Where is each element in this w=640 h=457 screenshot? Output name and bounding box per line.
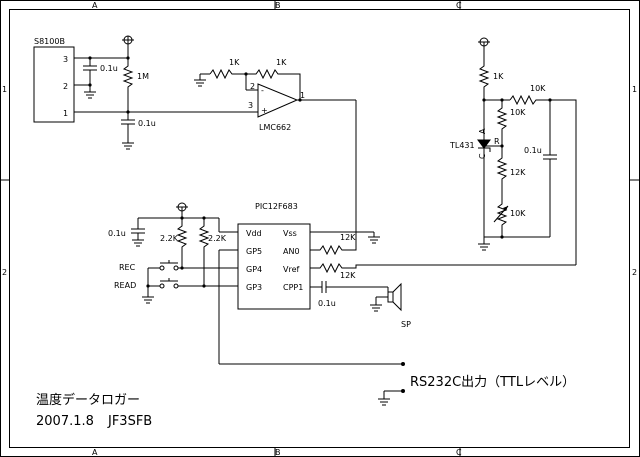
sensor-label: S8100B [34, 37, 65, 46]
frame-col-c-top: C [456, 1, 462, 10]
mcu-pin-vdd: Vdd [246, 229, 262, 238]
r-pullup1-label: 2.2K [160, 234, 179, 243]
cap-vdd-label: 0.1u [108, 229, 126, 238]
title-block: 温度データロガー 2007.1.8 JF3SFB [36, 392, 152, 429]
switch-ground [142, 268, 154, 304]
r-an0-label: 12K [340, 233, 356, 242]
opamp-lmc662: - + 2 3 1 LMC662 [248, 82, 305, 132]
speaker: SP [370, 282, 411, 329]
ref-pin-a: A [478, 128, 487, 134]
frame-row-2-left: 2 [2, 268, 7, 277]
frame-row-1-left: 1 [2, 85, 7, 94]
drawing-author: JF3SFB [107, 414, 152, 429]
sensor-pin-2: 2 [63, 82, 68, 91]
frame-col-c-bottom: C [456, 448, 462, 457]
r-gain1-label: 1K [229, 58, 240, 67]
frame-row-1-right: 1 [632, 85, 637, 94]
ref-pin-r: R [494, 137, 500, 146]
opamp-label: LMC662 [259, 123, 291, 132]
r-gain2-label: 1K [276, 58, 287, 67]
cap-sensor-label: 0.1u [100, 64, 118, 73]
serial-output: RS232C出力（TTLレベル） [378, 362, 575, 406]
opamp-pin-minus: 2 [250, 82, 255, 91]
mcu-pin-vref: Vref [283, 265, 300, 274]
r-ref-top-label: 1K [493, 72, 504, 81]
cap-ref-label: 0.1u [524, 146, 542, 155]
frame-col-a-bottom: A [92, 448, 98, 457]
sensor-pin-3: 3 [63, 55, 68, 64]
pot-label: 10K [510, 209, 526, 218]
mcu-label: PIC12F683 [255, 202, 298, 211]
mcu-left-wiring: 0.1u 2.2K 2.2K [108, 202, 403, 365]
mcu-pin-gp4: GP4 [246, 265, 262, 274]
switch-read-label: READ [114, 281, 136, 290]
r-vref-label: 12K [340, 271, 356, 280]
r-ref-fb-label: 10K [530, 84, 546, 93]
r-pullup2-label: 2.2K [208, 234, 227, 243]
sensor-pin-1: 1 [63, 109, 68, 118]
mcu-pin-gp5: GP5 [246, 247, 262, 256]
frame-col-b-bottom: B [275, 448, 281, 457]
opamp-minus-sign: - [261, 86, 264, 95]
r-ref-1-label: 10K [510, 108, 526, 117]
drawing-date: 2007.1.8 [36, 414, 94, 429]
cap-sp-label: 0.1u [318, 299, 336, 308]
serial-output-label: RS232C出力（TTLレベル） [410, 375, 575, 390]
reference-circuit: 1K 10K 0.1u TL431 A C R 10K 12K 10 [449, 37, 577, 265]
switch-read[interactable]: READ [114, 278, 182, 290]
cap-input-label: 0.1u [138, 119, 156, 128]
sensor-wiring: 0.1u 1M 0.1u [74, 35, 250, 150]
frame-col-b-top: B [275, 1, 281, 10]
mcu-right-wiring: 12K 12K 0.1u [310, 231, 576, 308]
mcu-pin-vss: Vss [283, 229, 297, 238]
r-ref-2-label: 12K [510, 168, 526, 177]
ref-pin-c: C [478, 153, 487, 159]
switch-rec-label: REC [119, 263, 136, 272]
speaker-label: SP [401, 320, 411, 329]
ref-ic-label: TL431 [449, 141, 475, 150]
frame-row-2-right: 2 [632, 268, 637, 277]
mcu-pin-an0: AN0 [283, 247, 300, 256]
opamp-pin-plus: 3 [248, 101, 253, 110]
mcu-pin-gp3: GP3 [246, 283, 262, 292]
mcu-pin-cpp1: CPP1 [283, 283, 303, 292]
sensor-s8100b: S8100B 3 2 1 [33, 37, 75, 123]
r-sensor-label: 1M [137, 72, 149, 81]
opamp-plus-sign: + [261, 106, 268, 115]
frame-col-a-top: A [92, 1, 98, 10]
drawing-title: 温度データロガー [36, 392, 140, 408]
switch-rec[interactable]: REC [119, 260, 182, 272]
opamp-pin-out: 1 [300, 91, 305, 100]
opamp-wiring: 1K 1K [194, 58, 357, 242]
mcu-pic12f683: PIC12F683 Vdd GP5 GP4 GP3 Vss AN0 Vref C… [237, 202, 311, 310]
